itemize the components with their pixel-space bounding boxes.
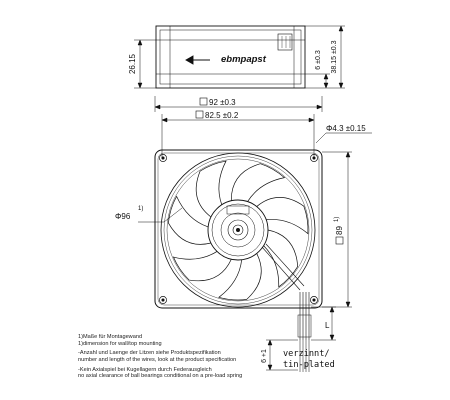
tin-plated-label: verzinnt/ tin-plated <box>283 349 335 370</box>
fan-blades <box>167 160 309 301</box>
brand-label: ebmpapst <box>221 54 267 65</box>
note-3: -Kein Axialspiel bei Kugellagern durch F… <box>78 366 243 380</box>
notes-block: 1)Maße für Montagewand 1)dimension for w… <box>78 334 338 383</box>
note-1: 1)Maße für Montagewand 1)dimension for w… <box>78 334 162 347</box>
lead-wires <box>299 292 310 340</box>
fan-blade <box>256 197 309 235</box>
hole-diameter-label: Φ4.3 ±0.15 <box>326 124 366 133</box>
side-depth-label: 6 ±0.3 <box>315 50 322 70</box>
hub-diameter-note: 1) <box>138 206 143 212</box>
lead-length-label: L <box>325 321 330 330</box>
fan-blade <box>263 229 299 288</box>
hub-diameter-label: Φ96 <box>115 212 131 221</box>
front-view <box>154 149 323 340</box>
height-89-note: 1) <box>334 217 340 222</box>
hole-spacing-label: 82.5 ±0.2 <box>205 111 239 120</box>
mounting-holes <box>159 154 318 304</box>
frame-size-label: 92 ±0.3 <box>209 98 236 107</box>
side-height-label: 26.15 <box>128 53 137 74</box>
note-2: -Anzahl und Laenge der Litzen siehe Prod… <box>78 350 237 363</box>
side-view-outline <box>155 25 306 89</box>
tin-length-label: 6 +1 <box>261 349 268 363</box>
fan-blade <box>195 160 227 218</box>
height-89-label: 89 <box>335 226 344 235</box>
fan-blade <box>218 253 262 301</box>
fan-blade <box>230 163 286 202</box>
fan-blade <box>172 251 232 282</box>
side-view <box>155 25 306 89</box>
fan-blade <box>167 195 212 245</box>
side-total-label: 38.15 ±0.3 <box>331 40 338 73</box>
